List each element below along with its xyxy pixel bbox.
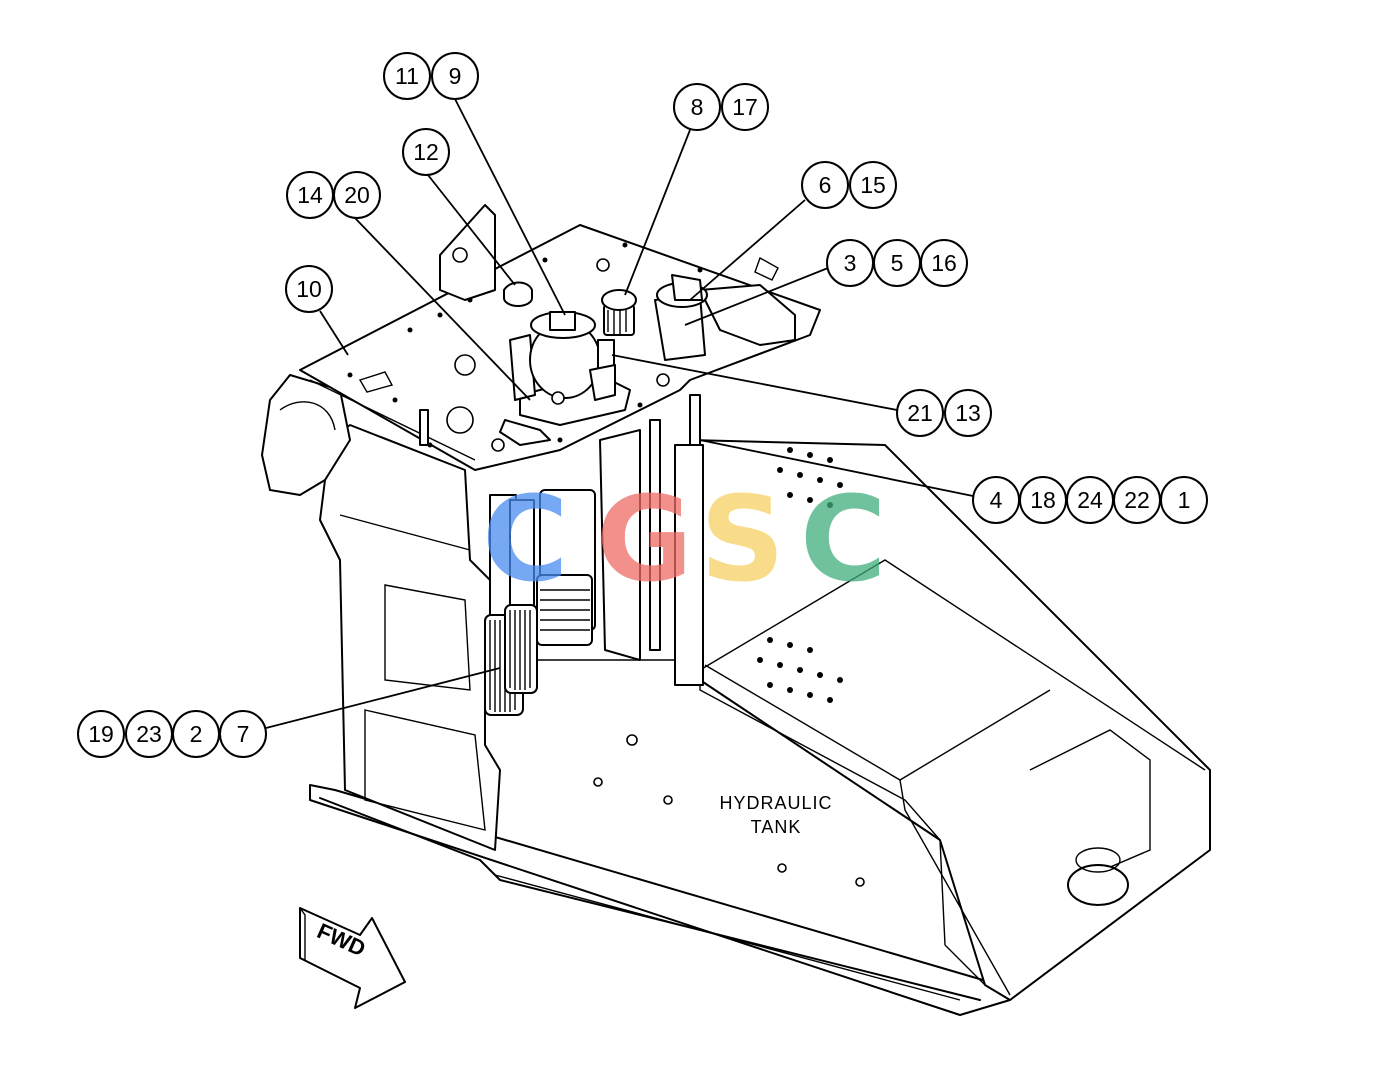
leader-19-23-2-7 xyxy=(265,667,501,729)
tank-label-line2: TANK xyxy=(751,817,802,837)
callout-number: 10 xyxy=(296,276,322,302)
leader-3-5-16 xyxy=(684,267,829,326)
callout-number: 5 xyxy=(891,250,904,276)
plug-cap xyxy=(503,281,533,307)
leader-lines xyxy=(265,98,974,729)
callout-number: 1 xyxy=(1178,487,1191,513)
watermark-letter-2: G xyxy=(596,470,693,608)
watermark-letter-1: C xyxy=(482,470,569,608)
leader-11-9 xyxy=(454,98,566,316)
callout-number: 16 xyxy=(931,250,957,276)
leader-14-20 xyxy=(354,217,531,401)
callout-number: 19 xyxy=(88,721,114,747)
callout-number: 23 xyxy=(136,721,162,747)
callout-6-15: 6 15 xyxy=(801,161,897,209)
leader-8-17 xyxy=(624,129,691,296)
callout-number: 20 xyxy=(344,182,370,208)
callout-19-23-2-7: 19 23 2 7 xyxy=(77,710,267,758)
callout-number: 7 xyxy=(237,721,250,747)
callout-11-9: 11 9 xyxy=(383,52,479,100)
callout-3-5-16: 3 5 16 xyxy=(826,239,968,287)
callout-number: 15 xyxy=(860,172,886,198)
callout-number: 14 xyxy=(297,182,323,208)
forward-arrow: FWD xyxy=(299,907,406,1009)
callout-14-20: 14 20 xyxy=(286,171,381,219)
level-sensor xyxy=(654,274,708,361)
tank-label-line1: HYDRAULIC xyxy=(719,793,832,813)
watermark-letter-4: C xyxy=(800,470,887,608)
callout-number: 3 xyxy=(844,250,857,276)
grill-holes-lower xyxy=(757,637,843,703)
callout-21-13: 21 13 xyxy=(896,389,992,437)
breather-cap xyxy=(601,289,637,336)
leader-4-18-24-22-1 xyxy=(699,439,974,497)
callout-number: 8 xyxy=(691,94,704,120)
watermark-letter-3: S xyxy=(700,470,785,608)
callout-number: 6 xyxy=(819,172,832,198)
callout-number: 2 xyxy=(190,721,203,747)
return-filter-assembly xyxy=(509,311,631,426)
callout-8-17: 8 17 xyxy=(673,83,769,131)
callout-number: 9 xyxy=(449,63,462,89)
callout-number: 24 xyxy=(1077,487,1103,513)
callout-number: 18 xyxy=(1030,487,1056,513)
watermark: C G S C xyxy=(482,470,887,608)
callout-4-18-24-22-1: 4 18 24 22 1 xyxy=(972,476,1208,524)
leader-12 xyxy=(427,174,516,286)
callout-number: 12 xyxy=(413,139,439,165)
leader-6-15 xyxy=(689,199,806,301)
callout-number: 11 xyxy=(395,63,419,89)
leader-21-13 xyxy=(611,354,898,411)
callout-10: 10 xyxy=(285,265,333,313)
callout-12: 12 xyxy=(402,128,450,176)
suction-strainer xyxy=(484,574,593,716)
grill-holes-upper xyxy=(777,447,843,508)
leader-10 xyxy=(319,310,349,356)
callout-number: 4 xyxy=(990,487,1003,513)
callout-number: 13 xyxy=(955,400,981,426)
callout-number: 21 xyxy=(907,400,933,426)
callout-number: 22 xyxy=(1124,487,1150,513)
callout-number: 17 xyxy=(732,94,758,120)
frame-base xyxy=(261,374,1211,1016)
